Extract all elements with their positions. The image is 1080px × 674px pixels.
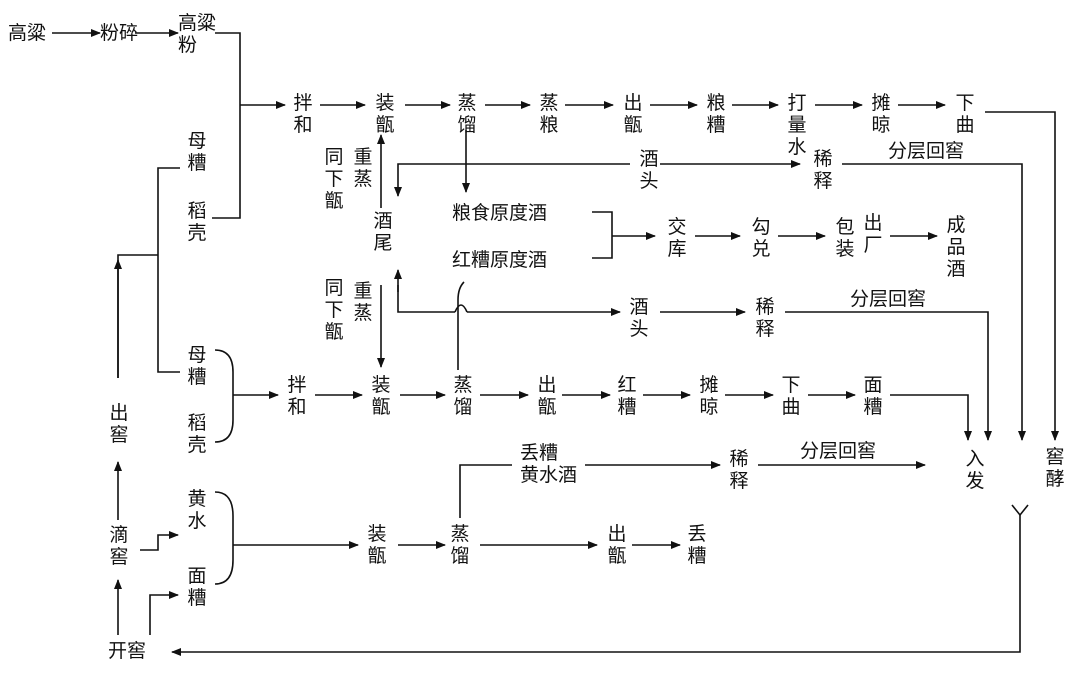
node-jiutou1: 酒头 bbox=[639, 148, 659, 192]
node-tongxiazeng1: 同下甑 bbox=[324, 146, 344, 212]
node-diuzao: 丢糟 bbox=[687, 523, 707, 567]
node-hongzao: 红糟 bbox=[617, 374, 637, 418]
node-daoke1: 稻壳 bbox=[187, 200, 207, 244]
label-fenceng3: 分层回窖 bbox=[800, 440, 877, 462]
arrow-xiaqu-jiaojiao bbox=[985, 111, 1059, 441]
node-zhengliu3: 蒸馏 bbox=[450, 523, 470, 567]
bracket-left-muzao bbox=[157, 167, 180, 373]
node-xishi1: 稀释 bbox=[813, 148, 833, 192]
bracket-mid bbox=[214, 349, 234, 443]
node-chuzeng2: 出甑 bbox=[537, 374, 557, 418]
y-join bbox=[1011, 504, 1029, 517]
node-zhengliu1: 蒸馏 bbox=[457, 92, 477, 136]
node-huangshui: 黄水 bbox=[187, 488, 207, 532]
node-banhe1: 拌和 bbox=[293, 92, 313, 136]
node-daoke2: 稻壳 bbox=[187, 412, 207, 456]
bracket-top-right bbox=[212, 32, 241, 219]
node-banhe2: 拌和 bbox=[287, 374, 307, 418]
node-gaoliang: 高粱 bbox=[8, 22, 47, 44]
arrow-xishi2-rufa bbox=[785, 311, 992, 441]
node-xiaqu2: 下曲 bbox=[781, 374, 801, 418]
node-chujiao: 出窖 bbox=[109, 402, 129, 446]
node-chengpinjiu: 成品酒 bbox=[946, 214, 966, 280]
node-zhengliang: 蒸粮 bbox=[539, 92, 559, 136]
node-chuzeng1: 出甑 bbox=[623, 92, 643, 136]
arrow-dijiao-huangshui bbox=[140, 531, 179, 551]
node-hongzao-jiu: 红糟原度酒 bbox=[452, 249, 548, 271]
node-zhuangzeng3: 装甑 bbox=[367, 523, 387, 567]
node-dijiao: 滴窖 bbox=[109, 524, 129, 568]
node-xiaqu1: 下曲 bbox=[955, 92, 975, 136]
node-muzao2: 母糟 bbox=[187, 344, 207, 388]
node-jiutou2: 酒头 bbox=[629, 296, 649, 340]
node-gaoliangfen: 高粱粉 bbox=[178, 12, 217, 56]
line-jiuwei-jiutou2-a bbox=[397, 285, 455, 313]
bracket-bottom bbox=[214, 491, 234, 585]
node-rufa: 入发 bbox=[965, 448, 985, 492]
node-chuchang: 出厂 bbox=[863, 212, 883, 256]
node-zhuangzeng1: 装甑 bbox=[375, 92, 395, 136]
node-fensui: 粉碎 bbox=[100, 22, 139, 44]
arrow-return-kaijiao bbox=[171, 515, 1021, 656]
node-jiuwei: 酒尾 bbox=[373, 210, 393, 254]
node-mianzao1: 面糟 bbox=[863, 374, 883, 418]
line-hump bbox=[454, 304, 468, 313]
node-tanliang2: 摊晾 bbox=[699, 374, 719, 418]
node-jiaoku: 交库 bbox=[667, 216, 687, 260]
node-baozhuang: 包装 bbox=[835, 216, 855, 260]
node-liangzao: 粮糟 bbox=[706, 92, 726, 136]
label-fenceng2: 分层回窖 bbox=[850, 288, 927, 310]
node-xishi2: 稀释 bbox=[755, 296, 775, 340]
arrow-kaijiao-mianzao2 bbox=[149, 591, 179, 635]
node-chongzheng2: 重蒸 bbox=[353, 280, 373, 324]
bracket-jiu bbox=[592, 211, 613, 259]
node-goudui: 勾兑 bbox=[751, 216, 771, 260]
node-mianzao2: 面糟 bbox=[187, 565, 207, 609]
node-liangshi-jiu: 粮食原度酒 bbox=[452, 202, 548, 224]
node-muzao1: 母糟 bbox=[187, 130, 207, 174]
node-tongxiazeng2: 同下甑 bbox=[324, 277, 344, 343]
node-kaijiao: 开窖 bbox=[108, 640, 147, 662]
line-chujiao-bracket bbox=[117, 254, 158, 378]
label-fenceng1: 分层回窖 bbox=[888, 140, 965, 162]
arrow-xishi1-rufa bbox=[842, 163, 1026, 441]
node-zhengliu2: 蒸馏 bbox=[453, 374, 473, 418]
line-zhengliu3-up bbox=[459, 464, 512, 518]
node-chongzheng1: 重蒸 bbox=[353, 146, 373, 190]
node-daliangshui: 打量水 bbox=[787, 92, 807, 158]
node-chuzeng3: 出甑 bbox=[607, 523, 627, 567]
node-xishi3: 稀释 bbox=[729, 448, 749, 492]
node-zhuangzeng2: 装甑 bbox=[371, 374, 391, 418]
node-tanliang1: 摊晾 bbox=[871, 92, 891, 136]
arrow-jiutou1-jiuwei bbox=[394, 163, 630, 197]
node-jiaojiao: 窖酵 bbox=[1045, 446, 1065, 490]
node-diuzao-huangshuijiu: 丢糟 黄水酒 bbox=[520, 442, 578, 486]
arrow-mianzao1-rufa bbox=[890, 394, 972, 441]
line-zhengliu2-up bbox=[457, 281, 465, 370]
